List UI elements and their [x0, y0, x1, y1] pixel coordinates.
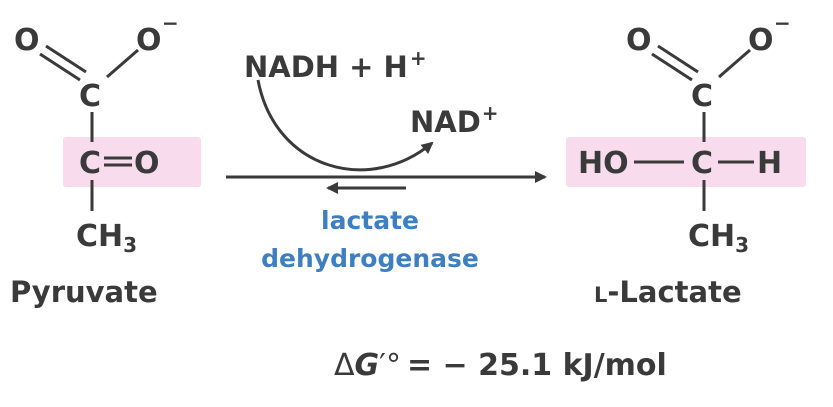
nad-label: NAD+ — [410, 101, 499, 139]
pyruvate-single-bond-o — [106, 48, 139, 79]
lactate-highlight — [566, 137, 806, 187]
enzyme-name-line1: lactate — [321, 206, 419, 235]
lactate-charge: − — [774, 11, 791, 35]
pyruvate-charge: − — [162, 11, 179, 35]
pyruvate-c-mid: C — [79, 146, 101, 181]
pyruvate-name: Pyruvate — [10, 275, 158, 309]
lactate-ho: HO — [578, 146, 629, 181]
free-energy-label: ΔG′°= − 25.1 kJ/mol — [334, 348, 667, 383]
pyruvate-highlight — [63, 137, 201, 187]
pyruvate-o-right: O — [136, 23, 162, 58]
lactate-single-bond-o — [718, 48, 751, 79]
nadh-label: NADH + H+ — [244, 46, 427, 84]
lactate-h: H — [757, 146, 782, 181]
lactate-name: L-Lactate — [594, 275, 742, 309]
lactate-structure: O O − C HO C H CH3 L-Lactate — [566, 11, 806, 309]
pyruvate-o-left: O — [14, 23, 40, 58]
pyruvate-c-top: C — [79, 79, 101, 114]
enzyme-name-line2: dehydrogenase — [261, 244, 479, 273]
pyruvate-structure: O O − C C O CH3 Pyruvate — [10, 11, 201, 309]
lactate-o-left: O — [626, 23, 652, 58]
cofactor-curve-arrow — [256, 79, 434, 172]
lactate-o-right: O — [748, 23, 774, 58]
reaction-arrows — [226, 79, 547, 194]
lactate-c-mid: C — [691, 146, 713, 181]
pyruvate-ch3: CH3 — [76, 219, 137, 257]
lactate-ch3: CH3 — [688, 219, 749, 257]
lactate-c-top: C — [691, 79, 713, 114]
pyruvate-double-bond-b — [45, 44, 87, 74]
lactate-double-bond-a — [651, 52, 693, 82]
pyruvate-o-mid: O — [134, 146, 160, 181]
pyruvate-double-bond-a — [39, 52, 81, 82]
lactate-double-bond-b — [657, 44, 699, 74]
